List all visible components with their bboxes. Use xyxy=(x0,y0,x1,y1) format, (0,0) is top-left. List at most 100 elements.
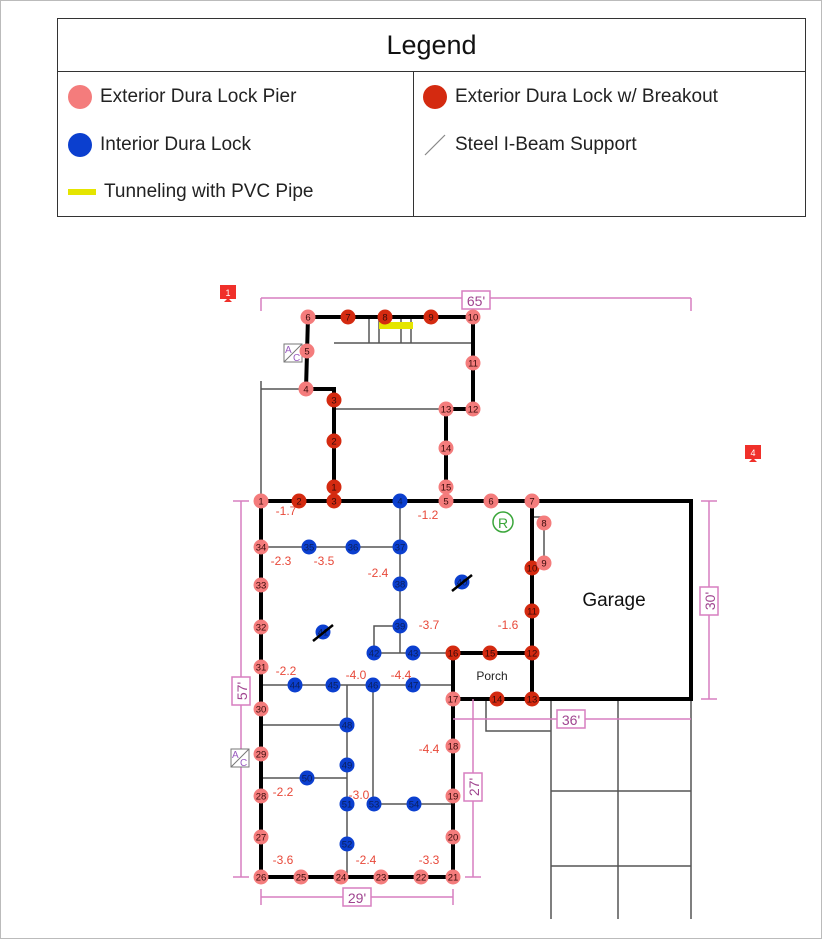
pier-dot xyxy=(392,618,408,634)
dimension-box xyxy=(463,772,483,802)
wall xyxy=(261,499,693,701)
breakout-pier: 12 xyxy=(524,645,540,661)
pier-dot xyxy=(253,539,269,555)
pier-number: 10 xyxy=(527,564,538,575)
pier-dot xyxy=(465,401,481,417)
exterior-pier: 4 xyxy=(298,381,314,397)
pier-dot xyxy=(524,691,540,707)
interior-pier: 51 xyxy=(339,796,355,812)
pier-number: 2 xyxy=(331,437,336,448)
pier-dot xyxy=(253,659,269,675)
pier-dot xyxy=(339,717,355,733)
pier-number: 35 xyxy=(304,543,315,554)
pier-number: 33 xyxy=(256,581,267,592)
depth-reading: -4.0 xyxy=(346,668,367,682)
pier-number: 11 xyxy=(527,607,537,618)
garage-label: Garage xyxy=(582,590,645,611)
pier-number: 52 xyxy=(342,840,353,851)
exterior-pier: 6 xyxy=(483,493,499,509)
exterior-pier: 29 xyxy=(253,746,269,762)
exterior-pier: 15 xyxy=(438,479,454,495)
pier-number: 7 xyxy=(345,313,350,324)
pier-number: 39 xyxy=(395,622,406,633)
dimension-label: 57' xyxy=(231,676,251,706)
dimension-text: 65' xyxy=(467,293,485,309)
pier-number: 4 xyxy=(397,497,402,508)
dimension-text: 30' xyxy=(702,592,718,610)
tunneling-pvc xyxy=(379,322,413,329)
pier-dot xyxy=(413,869,429,885)
interior-pier: 54 xyxy=(406,796,422,812)
pier-number: 50 xyxy=(302,774,313,785)
exterior-pier: 21 xyxy=(445,869,461,885)
pier-number: 28 xyxy=(256,792,267,803)
interior-pier: 44 xyxy=(287,677,303,693)
interior-line xyxy=(373,625,400,653)
pier-number: 9 xyxy=(428,313,433,324)
exterior-pier: 6 xyxy=(300,309,316,325)
interior-pier: 42 xyxy=(366,645,382,661)
porch-label: Porch xyxy=(476,669,507,683)
ac-unit-icon: AC xyxy=(283,343,303,364)
pier-number: 45 xyxy=(328,681,339,692)
exterior-pier: 7 xyxy=(524,493,540,509)
legend-item-breakout: Exterior Dura Lock w/ Breakout xyxy=(423,85,718,109)
pier-dot xyxy=(524,493,540,509)
pier-dot xyxy=(325,677,341,693)
dimension-label: 29' xyxy=(342,887,372,907)
legend-label: Exterior Dura Lock w/ Breakout xyxy=(455,86,718,107)
pier-dot xyxy=(465,309,481,325)
depth-reading: -3.6 xyxy=(273,853,294,867)
pier-number: 51 xyxy=(342,800,353,811)
exterior-pier: 19 xyxy=(445,788,461,804)
interior-pier: 49 xyxy=(339,757,355,773)
breakout-pier: 2 xyxy=(291,493,307,509)
pier-number: 5 xyxy=(443,497,448,508)
exterior-pier: 30 xyxy=(253,701,269,717)
pier-dot xyxy=(253,829,269,845)
pier-dot xyxy=(345,539,361,555)
pier-dot xyxy=(253,493,269,509)
marker-stem xyxy=(224,298,232,302)
ibeam-support-icon xyxy=(451,574,473,592)
interior-pier: 46 xyxy=(365,677,381,693)
interior-pier: 45 xyxy=(325,677,341,693)
pier-dot xyxy=(392,493,408,509)
interior-pier: 38 xyxy=(392,576,408,592)
exterior-pier: 10 xyxy=(465,309,481,325)
interior-pier: 37 xyxy=(392,539,408,555)
pier-number: 30 xyxy=(256,705,267,716)
pier-dot xyxy=(405,645,421,661)
legend-label: Tunneling with PVC Pipe xyxy=(104,181,314,202)
pier-dot xyxy=(253,701,269,717)
exterior-pier: 27 xyxy=(253,829,269,845)
depth-reading: -3.5 xyxy=(314,554,335,568)
depth-reading: -2.4 xyxy=(356,853,377,867)
pier-dot xyxy=(253,577,269,593)
exterior-pier: 18 xyxy=(445,738,461,754)
pier-number: 18 xyxy=(448,742,459,753)
exterior-pier: 9 xyxy=(536,555,552,571)
pier-dot xyxy=(438,479,454,495)
breakout-pier: 2 xyxy=(326,433,342,449)
depth-reading: -2.4 xyxy=(368,566,389,580)
legend-item-exterior-pier: Exterior Dura Lock Pier xyxy=(68,85,296,109)
pier-number: 13 xyxy=(527,695,538,706)
pier-dot xyxy=(445,691,461,707)
pier-number: 38 xyxy=(395,580,406,591)
interior-pier: 52 xyxy=(339,836,355,852)
interior-pier: 35 xyxy=(301,539,317,555)
tunneling-icon xyxy=(68,189,96,195)
pier-dot xyxy=(365,677,381,693)
marker-stem xyxy=(749,458,757,462)
pier-number: 36 xyxy=(348,543,359,554)
legend-item-interior: Interior Dura Lock xyxy=(68,133,251,157)
breakout-pier: 16 xyxy=(445,645,461,661)
legend-label: Interior Dura Lock xyxy=(100,134,252,155)
pier-number: 9 xyxy=(541,559,546,570)
pier-dot xyxy=(366,796,382,812)
depth-reading: -2.2 xyxy=(276,664,297,678)
pier-number: 43 xyxy=(408,649,419,660)
pier-number: 37 xyxy=(395,543,406,554)
